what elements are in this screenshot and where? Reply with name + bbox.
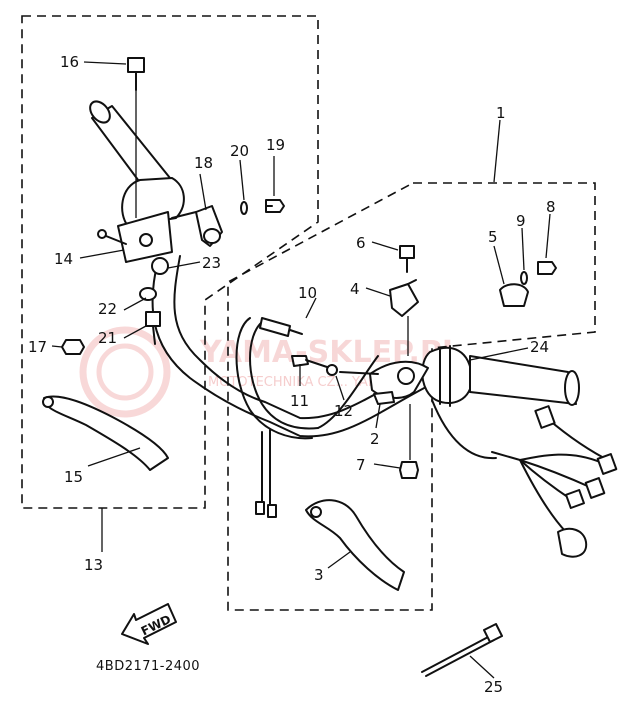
group-outlines [21,15,596,611]
callout-2: 2 [370,430,380,448]
callout-19: 19 [266,136,285,154]
callout-25: 25 [484,678,503,696]
callout-3: 3 [314,566,324,584]
callout-21: 21 [98,329,117,347]
callout-24: 24 [530,338,549,356]
brake-lever [305,499,405,591]
callout-17: 17 [28,338,47,356]
callout-15: 15 [64,468,83,486]
throttle-assembly [421,345,618,558]
callout-labels: 16 18 20 19 14 23 22 21 17 15 13 1 8 9 5… [28,53,556,696]
cable-tie [421,623,503,677]
callout-8: 8 [546,198,556,216]
callout-10: 10 [298,284,317,302]
callout-9: 9 [516,212,526,230]
clutch-lever [42,395,169,471]
callout-20: 20 [230,142,249,160]
callout-13: 13 [84,556,103,574]
callout-1: 1 [496,104,506,122]
callout-7: 7 [356,456,366,474]
callout-5: 5 [488,228,498,246]
callout-12: 12 [334,402,353,420]
leader-lines [51,61,551,679]
callout-6: 6 [356,234,366,252]
callout-18: 18 [194,154,213,172]
callout-11: 11 [290,392,309,410]
callout-16: 16 [60,53,79,71]
part-code: 4BD2171-2400 [96,659,200,674]
left-grip-assembly [61,57,285,355]
brake-perch-parts [255,245,557,518]
forward-arrow-icon: FWD [121,603,177,645]
callout-4: 4 [350,280,360,298]
callout-23: 23 [202,254,221,272]
callout-14: 14 [54,250,73,268]
callout-22: 22 [98,300,117,318]
